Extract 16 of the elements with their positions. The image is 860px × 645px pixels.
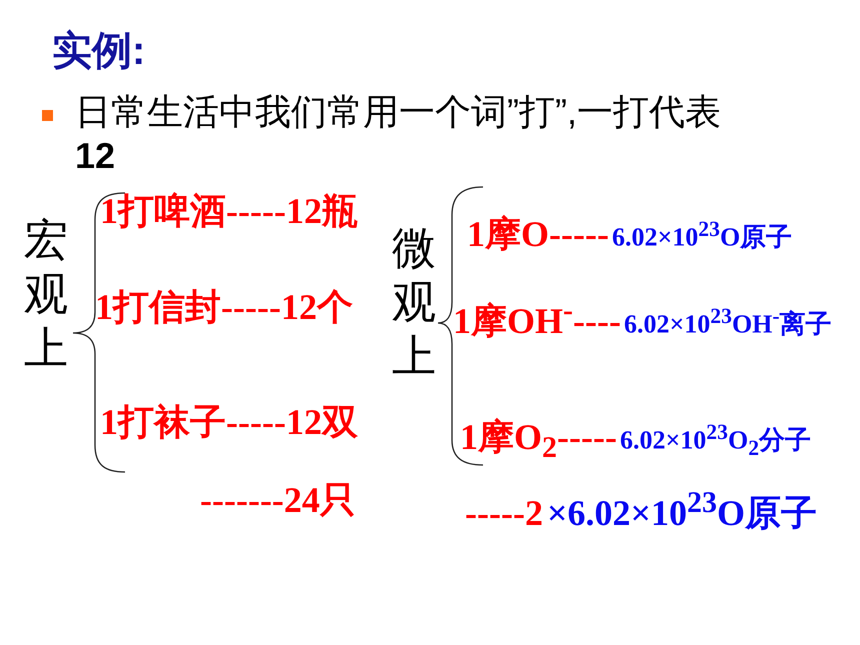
side-label: 宏观上 — [24, 215, 69, 375]
mole-text: -----2 — [465, 492, 543, 535]
particle-count-text: 6.02×10$^{23}$O原子 — [612, 216, 792, 254]
mole-text: 1摩OH$^{-}$---- — [453, 293, 621, 343]
particle-count-text: ×6.02×10$^{23}$O原子 — [546, 485, 817, 535]
bullet-text: 日常生活中我们常用一个词”打”,一打代表12 — [75, 90, 722, 178]
particle-count-text: 6.02×10$^{23}$O$_{2}$分子 — [620, 419, 812, 462]
example-text: 1打信封-----12个 — [95, 286, 353, 329]
particle-count-text: 6.02×10$^{23}$OH$^{-}$离子 — [624, 303, 832, 341]
example-text: 1打啤酒-----12瓶 — [100, 190, 358, 233]
side-label: 微观上 — [392, 223, 437, 383]
mole-text: 1摩O----- — [467, 212, 609, 256]
example-text: 1打袜子-----12双 — [100, 401, 358, 444]
slide-title: 实例: — [52, 28, 146, 75]
example-text: -------24只 — [200, 479, 356, 522]
mole-text: 1摩O$_{2}$----- — [460, 416, 617, 466]
